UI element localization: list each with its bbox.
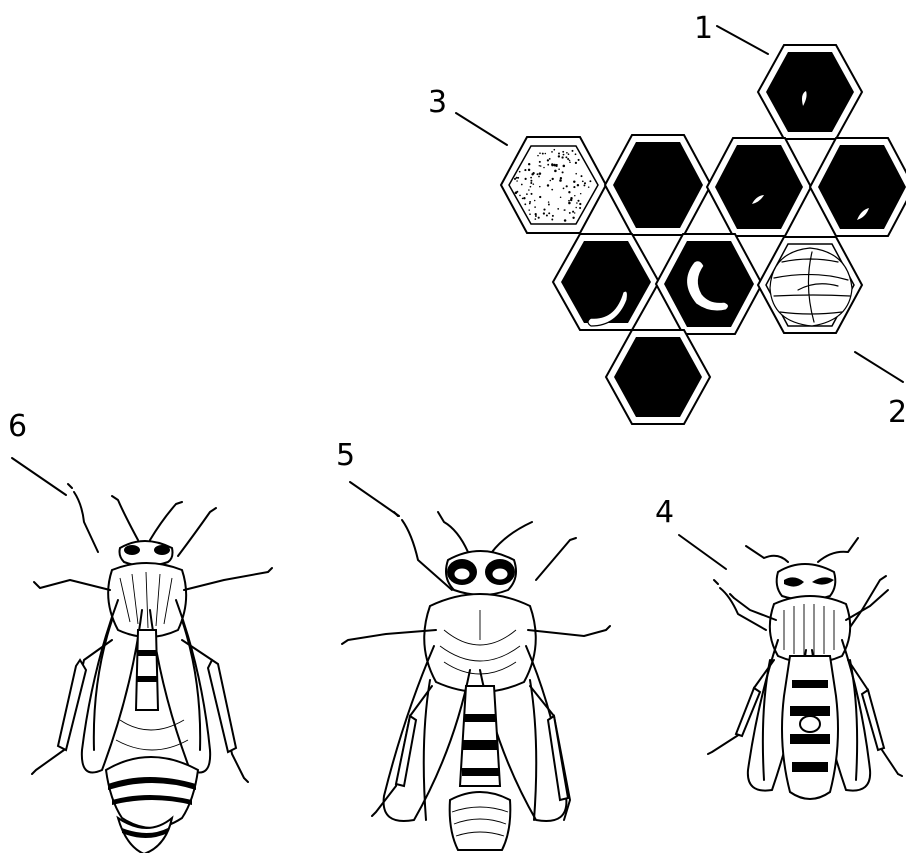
cell-egg-top xyxy=(758,45,862,139)
cell-larva-small xyxy=(553,234,659,330)
label-1-leader xyxy=(717,26,768,54)
label-3-leader xyxy=(456,113,507,145)
cell-egg-right xyxy=(810,138,906,236)
cell-dark-bottom xyxy=(606,330,710,424)
cell-larva-curled xyxy=(656,234,762,334)
larva-icon xyxy=(770,248,852,326)
label-2: 2 xyxy=(855,352,906,430)
label-6-leader xyxy=(12,458,66,495)
label-1: 1 xyxy=(694,11,768,54)
label-5: 5 xyxy=(336,438,399,516)
label-6-text: 6 xyxy=(8,409,27,444)
worker-bee-drawing xyxy=(708,538,902,799)
drone-bee-drawing xyxy=(342,512,610,850)
label-4: 4 xyxy=(655,495,726,569)
cell-egg-middle xyxy=(707,138,811,236)
label-4-text: 4 xyxy=(655,495,674,530)
cell-larva-mature xyxy=(758,237,862,333)
honeycomb xyxy=(501,45,906,424)
cell-pollen xyxy=(501,137,606,233)
label-4-leader xyxy=(679,535,726,569)
cell-dark-a xyxy=(605,135,711,235)
label-5-leader xyxy=(350,482,399,516)
label-2-leader xyxy=(855,352,903,382)
label-5-text: 5 xyxy=(336,438,355,473)
label-1-text: 1 xyxy=(694,11,713,46)
queen-bee-drawing xyxy=(32,484,272,853)
label-3: 3 xyxy=(428,85,507,145)
label-2-text: 2 xyxy=(888,395,906,430)
label-6: 6 xyxy=(8,409,66,495)
label-3-text: 3 xyxy=(428,85,447,120)
